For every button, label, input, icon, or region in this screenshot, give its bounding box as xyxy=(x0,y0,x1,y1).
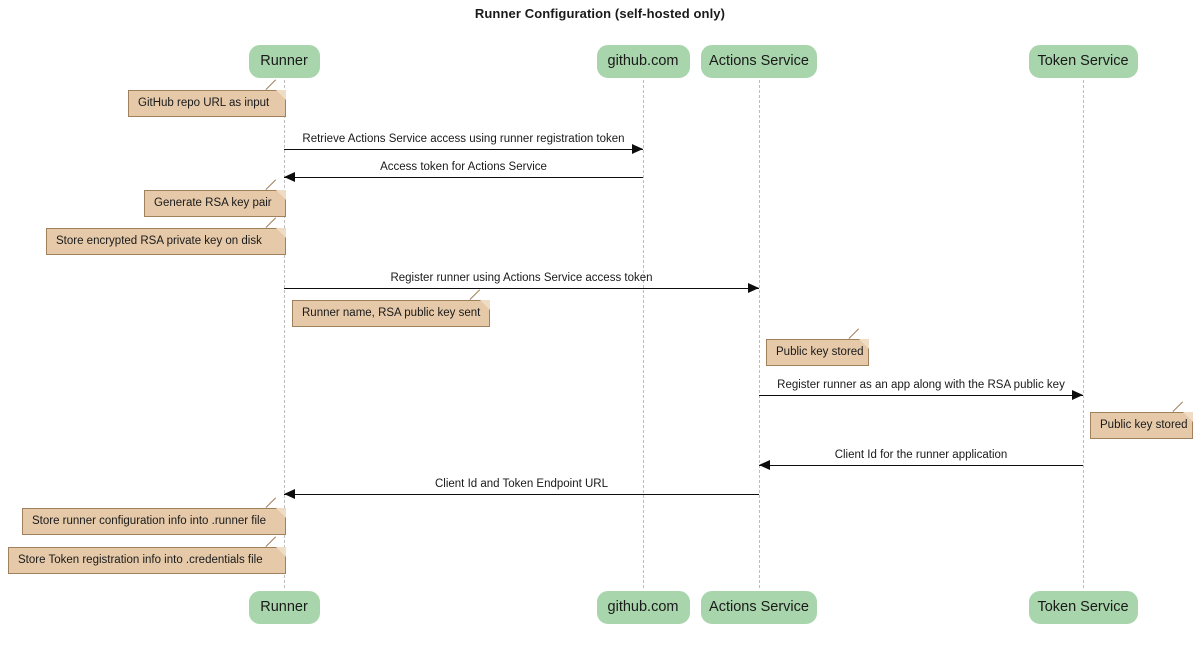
message-label: Retrieve Actions Service access using ru… xyxy=(302,133,625,145)
note-fold-corner-icon xyxy=(480,300,490,310)
participant-runner-top[interactable]: Runner xyxy=(248,45,320,78)
participant-label: Runner xyxy=(260,599,308,615)
message-label: Client Id for the runner application xyxy=(834,449,1008,461)
note: Generate RSA key pair xyxy=(144,179,286,217)
note: Store runner configuration info into .ru… xyxy=(22,497,286,535)
note-label: Store runner configuration info into .ru… xyxy=(32,515,266,527)
participant-label: Actions Service xyxy=(709,53,809,69)
note-label: Store Token registration info into .cred… xyxy=(18,554,263,566)
message-label: Access token for Actions Service xyxy=(380,161,547,173)
message-line xyxy=(284,177,643,178)
message-line xyxy=(284,149,643,150)
lifeline-github xyxy=(643,80,644,588)
message-line xyxy=(759,465,1083,466)
message-label: Register runner using Actions Service ac… xyxy=(390,272,653,284)
message-label: Client Id and Token Endpoint URL xyxy=(434,478,609,490)
arrow-head-right-icon xyxy=(1072,390,1083,400)
note-label: Public key stored xyxy=(776,346,864,358)
note: Public key stored xyxy=(1090,401,1193,439)
note-fold-corner-icon xyxy=(859,339,869,349)
participant-label: Token Service xyxy=(1037,53,1129,69)
participant-label: Actions Service xyxy=(709,599,809,615)
note-label: Public key stored xyxy=(1100,419,1188,431)
note-fold-corner-icon xyxy=(1183,412,1193,422)
participant-actions-top[interactable]: Actions Service xyxy=(701,45,817,78)
participant-token-bottom[interactable]: Token Service xyxy=(1028,591,1138,624)
note-label: Generate RSA key pair xyxy=(154,197,272,209)
note-label: GitHub repo URL as input xyxy=(138,97,270,109)
participant-label: Runner xyxy=(260,53,308,69)
note: Public key stored xyxy=(766,328,869,366)
participant-actions-bottom[interactable]: Actions Service xyxy=(701,591,817,624)
note: Runner name, RSA public key sent xyxy=(292,289,490,327)
lifeline-actions xyxy=(759,80,760,588)
note-fold-corner-icon xyxy=(276,508,286,518)
participant-token-top[interactable]: Token Service xyxy=(1028,45,1138,78)
participant-github-top[interactable]: github.com xyxy=(596,45,690,78)
message-line xyxy=(284,288,759,289)
message-line xyxy=(284,494,759,495)
participant-github-bottom[interactable]: github.com xyxy=(596,591,690,624)
note-label: Runner name, RSA public key sent xyxy=(302,307,481,319)
note-fold-corner-icon xyxy=(276,228,286,238)
note: Store Token registration info into .cred… xyxy=(8,536,286,574)
participant-label: Token Service xyxy=(1037,599,1129,615)
note-fold-corner-icon xyxy=(276,190,286,200)
note: GitHub repo URL as input xyxy=(128,79,286,117)
arrow-head-left-icon xyxy=(284,489,295,499)
participant-label: github.com xyxy=(607,599,679,615)
message-line xyxy=(759,395,1083,396)
lifeline-token xyxy=(1083,80,1084,588)
note: Store encrypted RSA private key on disk xyxy=(46,217,286,255)
arrow-head-right-icon xyxy=(748,283,759,293)
arrow-head-right-icon xyxy=(632,144,643,154)
participant-label: github.com xyxy=(607,53,679,69)
participant-runner-bottom[interactable]: Runner xyxy=(248,591,320,624)
arrow-head-left-icon xyxy=(284,172,295,182)
message-label: Register runner as an app along with the… xyxy=(777,379,1065,391)
page-title: Runner Configuration (self-hosted only) xyxy=(474,6,726,21)
lifeline-runner xyxy=(284,80,285,588)
note-fold-corner-icon xyxy=(276,90,286,100)
note-fold-corner-icon xyxy=(276,547,286,557)
note-label: Store encrypted RSA private key on disk xyxy=(56,235,262,247)
arrow-head-left-icon xyxy=(759,460,770,470)
